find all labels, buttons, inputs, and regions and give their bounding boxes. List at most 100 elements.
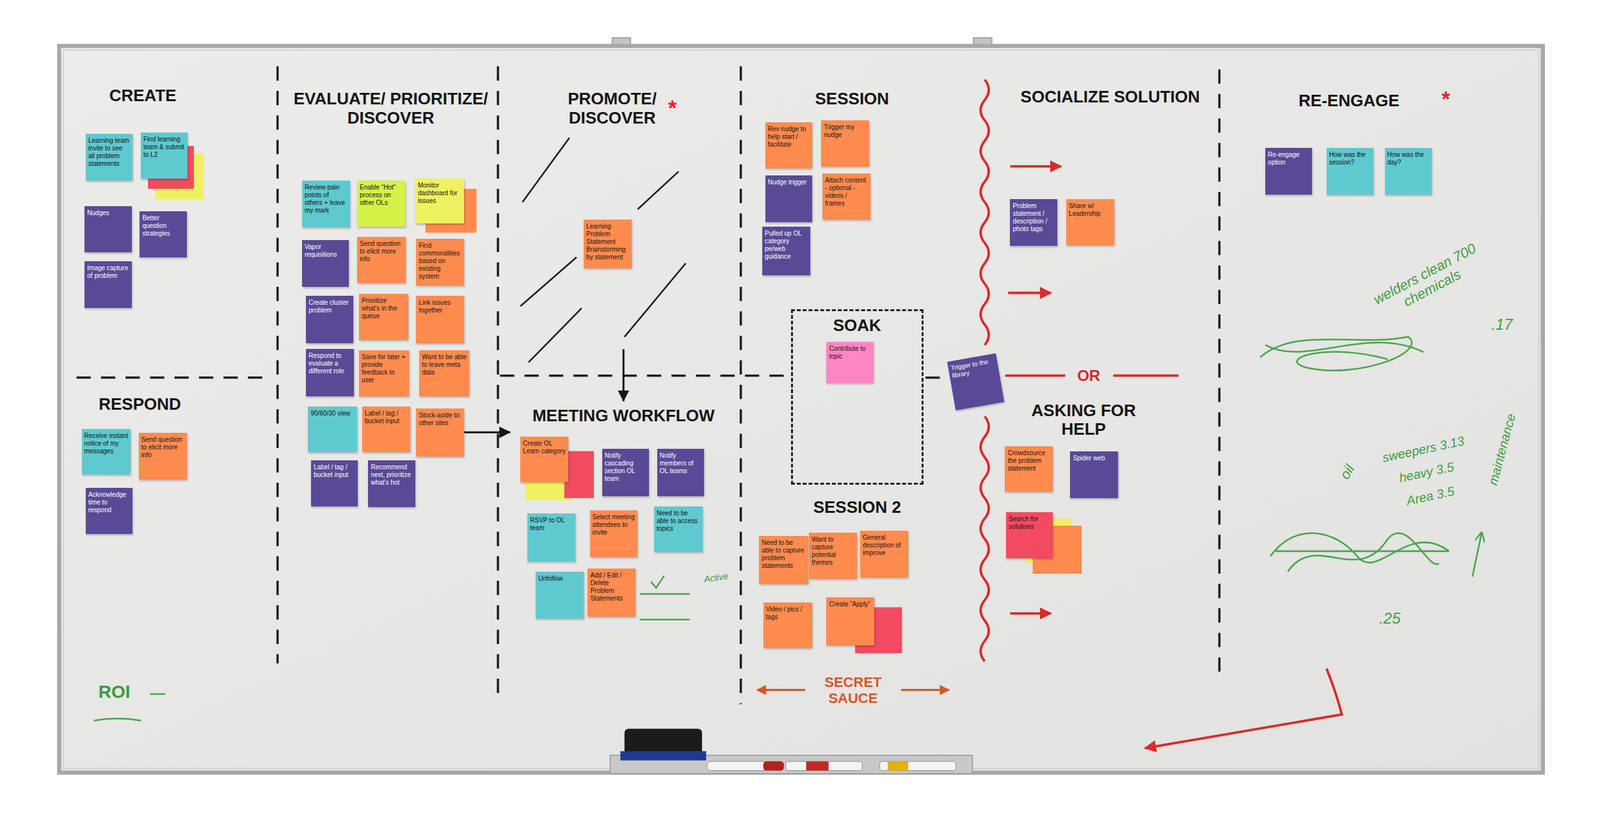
sticky-note: Notify members of OL teams <box>657 448 704 496</box>
sticky-note: Unfollow <box>535 571 584 619</box>
note-text: Contribute to topic <box>828 344 871 361</box>
label-anchor: * <box>1437 86 1455 112</box>
label-anchor: maintenance <box>1480 391 1524 506</box>
marker-note: * <box>664 95 681 121</box>
marker-tray <box>609 728 973 774</box>
note-text: Add / Edit / Delete Problem Statements <box>590 571 633 603</box>
sticky-note: Pulled up OL category pe/web guidance <box>762 226 811 276</box>
sticky-note: Want to be able to leave meta data <box>419 350 470 397</box>
label-anchor: .25 <box>1369 609 1411 628</box>
hatch-lines <box>520 137 686 363</box>
workflow-stage: RE-ENGAGERe-engage optionHow was the ses… <box>1224 73 1531 227</box>
handwritten-note: Active <box>693 569 740 587</box>
board-frame <box>58 46 1543 773</box>
note-text: Recommend next, prioritize what's hot <box>370 463 413 487</box>
sticky-note: Video / pics / tags <box>763 602 813 649</box>
board-inner-edge <box>63 49 1539 768</box>
note-text: Want to be able to leave meta data <box>421 353 467 377</box>
workflow-stage: ASKING FOR HELP Crowdsource the problem s… <box>997 398 1218 664</box>
handwritten-note: Area 3.5 <box>1389 480 1473 512</box>
note-text: Create “Apply” <box>828 600 872 608</box>
label-anchor: .17 <box>1483 315 1520 334</box>
handwritten-note: maintenance <box>1480 391 1524 506</box>
sticky-note: Create “Apply” <box>826 597 875 646</box>
note-text: Pulled up OL category pe/web guidance <box>764 229 808 261</box>
sticky-note: Enable “Hot” process on other OLs <box>357 180 406 227</box>
sticky-note: Trigger my nudge <box>821 120 870 167</box>
note-text: Prioritize what's in the queue <box>361 296 406 320</box>
marker-note: SECRET SAUCE <box>808 673 897 707</box>
label-anchor: sweepers 3.13 <box>1370 430 1478 468</box>
note-text: Stock-aside to other sites <box>418 411 462 427</box>
workflow-stage: SESSION Rev nudge to help start / facilit… <box>744 73 972 283</box>
sticky-note: Notify cascading section OL team <box>602 448 649 496</box>
note-text: Trigger to the library <box>950 357 997 381</box>
marker-note: * <box>1437 86 1455 112</box>
sticky-note: Trigger to the library <box>947 353 1005 411</box>
stage-heading: RESPOND <box>63 394 217 415</box>
stage-heading: EVALUATE/ PRIORITIZE/ DISCOVER <box>288 89 493 128</box>
red-marker-lines <box>980 79 1342 748</box>
workflow-stage: MEETING WORKFLOWCreate OL Learn category… <box>510 401 737 664</box>
sticky-note: Save for later + provide feedback to use… <box>359 350 409 397</box>
sticky-note: Nudges <box>84 206 132 253</box>
note-text: Learning team invite to see all problem … <box>88 136 130 168</box>
note-text: Monitor dashboard for issues <box>417 181 463 205</box>
workflow-stage: SESSION 2Need to be able to capture prob… <box>744 494 972 658</box>
label-anchor: * <box>664 95 681 121</box>
sticky-note: Re-engage option <box>1265 147 1312 195</box>
sticky-note: Search for solutions <box>1006 512 1053 559</box>
stage-heading: SESSION <box>785 89 919 109</box>
note-text: Attach content - optional - videos / fra… <box>824 176 868 208</box>
note-text: Notify cascading section OL team <box>604 451 647 483</box>
stage-heading: ASKING FOR HELP <box>1007 401 1161 440</box>
note-text: Spider web <box>1072 454 1116 463</box>
handwritten-note: .17 <box>1483 315 1520 334</box>
label-anchor: Area 3.5 <box>1389 480 1473 512</box>
workflow-stage: EVALUATE/ PRIORITIZE/ DISCOVER Review pai… <box>283 73 494 661</box>
note-text: How was the day? <box>1387 151 1430 167</box>
sticky-note: Better question strategies <box>139 211 187 258</box>
note-text: Nudges <box>87 209 129 217</box>
stage-heading: RE-ENGAGE <box>1246 91 1451 111</box>
marker-note: ROI <box>83 681 146 703</box>
handwritten-note: welders clean 700 chemicals <box>1370 239 1487 322</box>
note-text: Nudge trigger <box>768 178 810 187</box>
note-text: 90/60/30 view <box>310 409 355 418</box>
flow-arrow <box>464 431 511 434</box>
note-text: Rev nudge to help start / facilitate <box>768 125 810 149</box>
sticky-note: Need to be able to access topics <box>654 506 704 553</box>
sticky-note: Image capture of problem <box>84 261 132 308</box>
label-anchor: OR <box>1068 366 1110 385</box>
sticky-note: Rev nudge to help start / facilitate <box>765 122 813 169</box>
workflow-stage: PROMOTE/ DISCOVERLearning Problem Statem… <box>501 73 739 350</box>
workflow-stage: CREATELearning team invite to see all pr… <box>73 73 276 376</box>
sticky-note: Learning Problem Statement Brainstorming… <box>583 219 632 269</box>
sticky-note: Crowdsource the problem statement <box>1004 446 1053 493</box>
stage-heading: CREATE <box>66 86 220 106</box>
handwritten-note: .25 <box>1369 609 1411 628</box>
note-text: Video / pics / tags <box>766 605 811 621</box>
sticky-note: Prioritize what's in the queue <box>359 293 409 340</box>
sticky-note: Acknowledge time to respond <box>85 487 133 534</box>
label-anchor: Active <box>693 569 740 587</box>
note-text: Enable “Hot” process on other OLs <box>359 183 403 207</box>
sticky-note: Learning team invite to see all problem … <box>85 133 133 181</box>
note-text: Share w/ Leadership <box>1068 202 1112 218</box>
note-text: Review pain points of others + leave my … <box>304 183 348 215</box>
flow-arrow <box>622 348 625 401</box>
note-text: Find learning team & submit to L2 <box>143 135 185 159</box>
note-text: Unfollow <box>538 574 582 583</box>
sticky-note: Link issues together <box>416 295 464 343</box>
note-text: Trigger my nudge <box>823 123 867 139</box>
green-marker-notes <box>94 336 1482 720</box>
note-text: Respond to evaluate a different role <box>308 352 352 376</box>
sticky-note: Share w/ Leadership <box>1066 199 1115 246</box>
sticky-note: 90/60/30 view <box>307 406 358 453</box>
sticky-note: General description of improve <box>860 530 909 578</box>
sticky-note: Label / tag / bucket input <box>311 460 358 507</box>
sticky-note: Receive instant notice of my messages <box>81 428 132 475</box>
workflow-stage: RESPONDReceive instant notice of my mess… <box>73 387 276 664</box>
